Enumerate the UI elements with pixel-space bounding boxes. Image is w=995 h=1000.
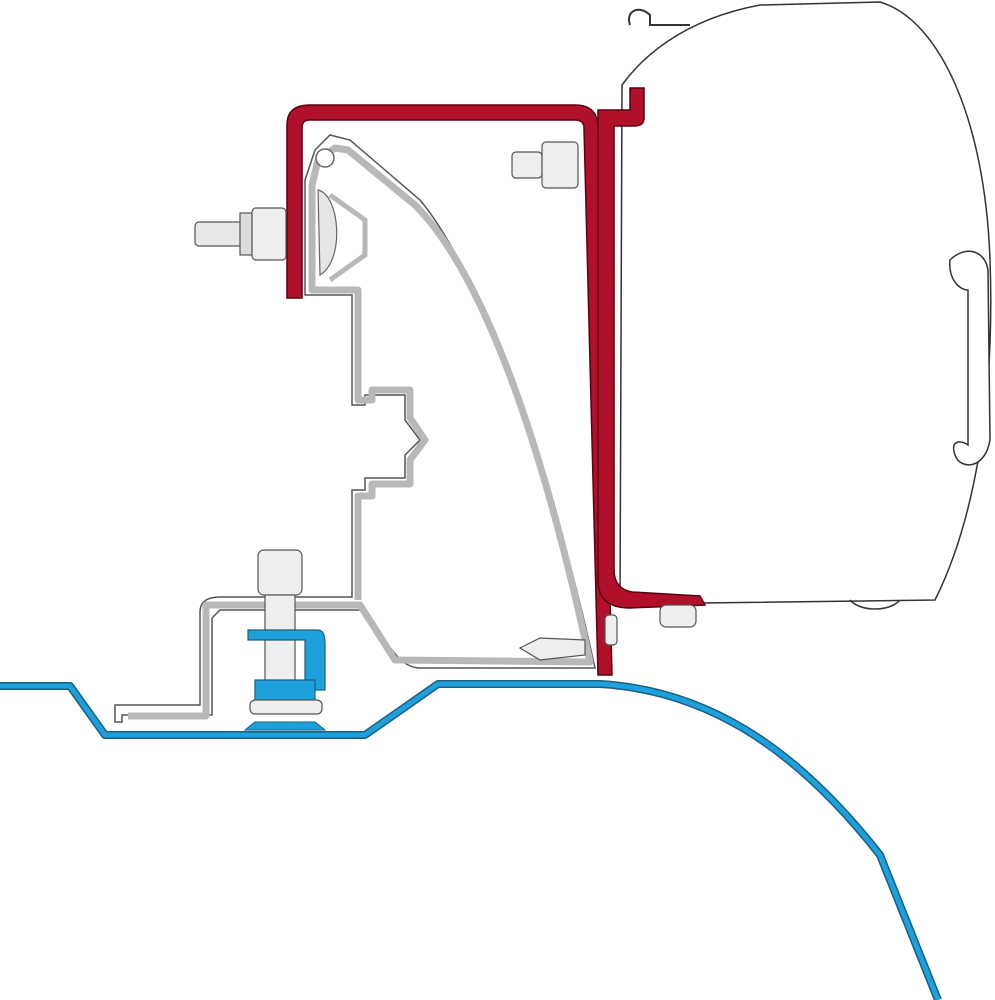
adapter-bracket bbox=[286, 87, 707, 676]
screw-icon bbox=[518, 604, 697, 661]
aluminium-profile bbox=[114, 134, 596, 723]
awning-case bbox=[619, 1, 992, 610]
clamp-bolt bbox=[243, 549, 327, 731]
vehicle-roof bbox=[0, 680, 942, 1000]
bolt-icon bbox=[194, 207, 287, 261]
nut-icon bbox=[511, 141, 579, 189]
